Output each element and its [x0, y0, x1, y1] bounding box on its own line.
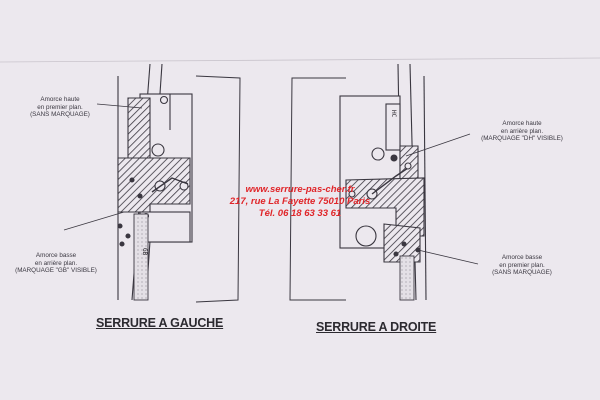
watermark-website: www.serrure-pas-cher.fr: [245, 184, 355, 195]
right-annotation-bottom-line: Amorce basse: [501, 254, 543, 261]
watermark-address: 217, rue La Fayette 75010 Paris: [229, 196, 371, 207]
left-annotation-top-line: en premier plan.: [37, 103, 83, 111]
left-annotation-top-line: (SANS MARQUAGE): [30, 111, 90, 119]
watermark: www.serrure-pas-cher.fr 217, rue La Faye…: [210, 184, 390, 220]
left-annotation-bottom-line: (MARQUAGE "GB" VISIBLE): [15, 267, 97, 275]
right-lock-drawing: [289, 63, 479, 301]
right-annotation-top-line: Amorce haute: [502, 120, 542, 127]
right-annotation-top-line: en arrière plan.: [500, 127, 544, 135]
left-annotation-bottom-line: Amorce basse: [35, 252, 77, 259]
right-annotation-bottom-line: en premier plan.: [499, 261, 545, 269]
left-annotation-bottom-line: en arrière plan.: [34, 259, 78, 267]
left-annotation-top: Amorce haute en premier plan. (SANS MARQ…: [18, 96, 102, 119]
right-annotation-top: Amorce haute en arrière plan. (MARQUAGE …: [464, 120, 580, 143]
right-annotation-top-line: (MARQUAGE "DH" VISIBLE): [481, 135, 563, 143]
left-stamp: GB: [141, 248, 148, 256]
watermark-phone: Tél. 06 18 63 33 61: [258, 208, 342, 219]
left-lock-drawing: [63, 63, 241, 303]
right-stamp: HC: [390, 110, 397, 118]
right-annotation-bottom: Amorce basse en premier plan. (SANS MARQ…: [470, 254, 574, 277]
left-caption: SERRURE A GAUCHE: [96, 316, 224, 330]
left-annotation-bottom: Amorce basse en arrière plan. (MARQUAGE …: [4, 252, 108, 275]
right-caption: SERRURE A DROITE: [316, 320, 437, 334]
right-annotation-bottom-line: (SANS MARQUAGE): [492, 269, 552, 277]
left-annotation-top-line: Amorce haute: [40, 96, 80, 103]
